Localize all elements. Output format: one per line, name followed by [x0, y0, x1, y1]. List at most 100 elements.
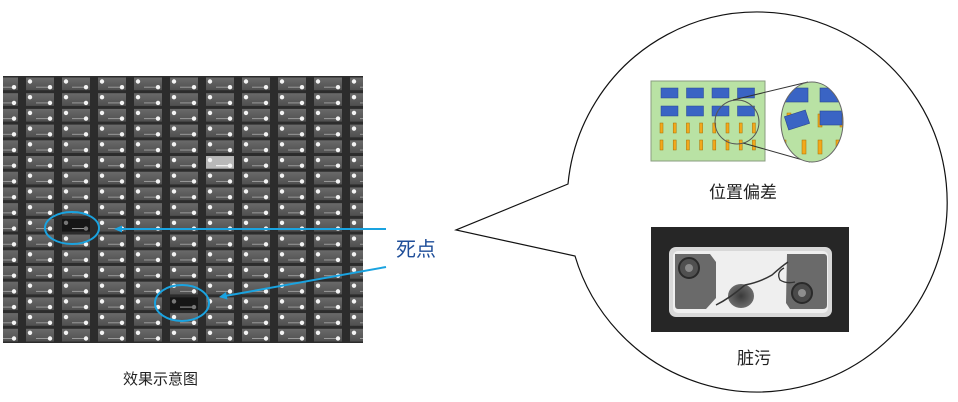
pin [817, 139, 823, 155]
led-dot [351, 330, 357, 335]
led-dot [99, 189, 105, 194]
led-dot [99, 95, 105, 100]
led-tile [350, 77, 363, 91]
led-dot [279, 110, 285, 116]
arrow-head-icon [219, 292, 228, 300]
led-dot [135, 204, 141, 210]
led-dot [155, 242, 161, 247]
led-dot [63, 142, 69, 147]
led-dot [47, 226, 53, 231]
led-dot [47, 289, 53, 294]
pin [686, 139, 690, 151]
led-dot [47, 257, 53, 263]
led-tile [350, 108, 363, 122]
led-dot [243, 236, 249, 241]
magnified-view [780, 81, 844, 163]
led-dot [11, 116, 17, 121]
led-dot [63, 204, 69, 210]
led-dot [263, 304, 269, 310]
chip [660, 87, 679, 99]
led-dot [99, 142, 105, 147]
led-dot [27, 142, 33, 147]
chip [686, 105, 704, 117]
pin [752, 139, 756, 151]
led-dot [171, 314, 177, 320]
led-tile [350, 171, 363, 185]
led-dot [315, 204, 321, 210]
led-dot [299, 289, 305, 294]
led-dot [11, 132, 17, 137]
led-dot [191, 85, 197, 90]
led-dot [47, 100, 53, 106]
led-dot [335, 132, 341, 137]
led-dot [191, 210, 197, 216]
led-dot [171, 236, 177, 241]
led-dot [135, 267, 141, 273]
led-dot [11, 100, 17, 106]
led-dot [99, 79, 105, 84]
led-dot [351, 95, 357, 100]
led-dot [299, 210, 305, 216]
led-dot [27, 189, 33, 194]
led-dot [27, 157, 33, 163]
led-dot [27, 299, 33, 304]
led-dot [299, 273, 305, 278]
callout-bubble [453, 11, 948, 393]
led-dot [335, 289, 341, 294]
dirt-photo [651, 227, 849, 332]
led-dot [243, 126, 249, 131]
led-dot [47, 85, 53, 90]
led-dot [335, 336, 341, 341]
led-dot [191, 242, 197, 247]
led-dot [207, 267, 213, 273]
led-dot [227, 179, 233, 184]
led-dot [119, 320, 125, 325]
led-dot [335, 257, 341, 263]
dirt-caption: 脏污 [737, 349, 771, 369]
chip [686, 87, 704, 99]
led-dot [207, 110, 213, 116]
led-dot [63, 283, 69, 288]
led-dot [99, 173, 105, 178]
led-dot [191, 336, 197, 341]
led-dot [83, 257, 89, 263]
led-dot [47, 179, 53, 184]
pin [712, 139, 717, 151]
led-dot [119, 116, 125, 121]
led-dot [191, 179, 197, 184]
led-dot [155, 320, 161, 325]
led-dot [99, 299, 105, 304]
led-dot [279, 299, 285, 304]
led-dot [135, 330, 141, 335]
pcb-pins [659, 122, 756, 151]
led-dot [207, 173, 213, 178]
led-dot [47, 132, 53, 137]
led-dot [263, 257, 269, 263]
led-dot [243, 204, 249, 210]
led-dot [99, 220, 105, 226]
dead-pixel-marker [154, 284, 210, 322]
led-dot [63, 220, 69, 226]
led-dot [119, 257, 125, 263]
led-dot [191, 147, 197, 153]
led-dot [335, 242, 341, 247]
led-tile [350, 124, 363, 138]
led-dot [27, 267, 33, 273]
zoom-connector [732, 81, 809, 101]
pin [738, 139, 743, 151]
led-dot [135, 173, 141, 178]
led-dot [351, 142, 357, 147]
led-dot [83, 100, 89, 106]
led-dot [227, 304, 233, 310]
led-dot [63, 314, 69, 320]
led-dot [207, 236, 213, 241]
led-dot [11, 273, 17, 278]
led-dot [47, 273, 53, 278]
dead-pixel-marker [44, 211, 100, 245]
led-dot [135, 220, 141, 226]
led-dot [243, 220, 249, 226]
led-dot [47, 304, 53, 310]
led-dot [119, 194, 125, 200]
led-dot [243, 95, 249, 100]
